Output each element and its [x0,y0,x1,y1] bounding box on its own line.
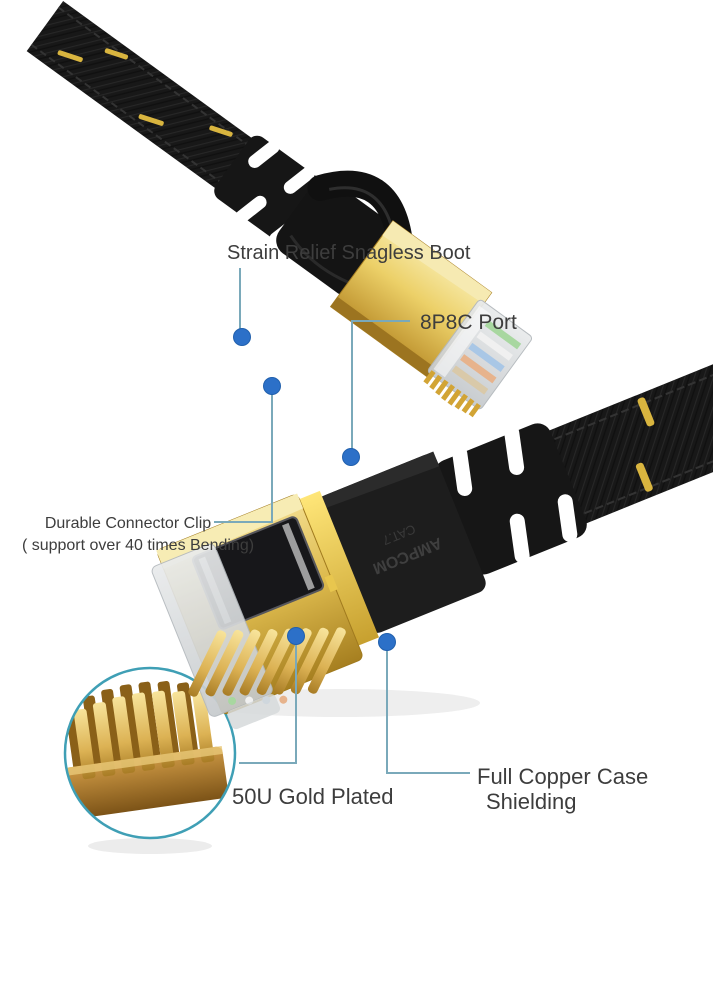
callout-dot-gold [287,627,305,645]
magnifier-content [65,681,229,819]
left-tip-pins [423,370,481,418]
label-strain-relief: Strain Relief Snagless Boot [227,242,471,264]
label-shield-line1: Full Copper Case [477,764,648,789]
center-connector-assembly: AMPCOM CAT.7 [151,336,713,730]
callout-labels: Strain Relief Snagless Boot 8P8C Port Du… [22,242,648,814]
label-clip-line2: ( support over 40 times Bending) [22,537,254,554]
callout-dot-shield [378,633,396,651]
label-port: 8P8C Port [420,311,517,334]
center-strain-relief [434,423,587,575]
cable-stitch [57,6,262,156]
callout-line-gold [239,643,297,764]
callout-line-port [351,320,410,450]
wire-stripes [451,320,522,395]
cable-yellow-dashes [635,397,655,492]
gold-pins-front-row [73,690,215,780]
label-shield-line2: Shielding [486,789,577,814]
callout-dots [233,328,396,651]
port-latch [227,694,281,730]
callout-line-clip [214,393,273,523]
callout-line-shield [386,649,470,774]
magnifier-ring [63,666,237,840]
callout-dot-port [342,448,360,466]
label-gold-plated: 50U Gold Plated [232,784,393,809]
left-cable [26,1,266,199]
callout-dot-strain-relief [233,328,251,346]
left-connector-assembly [26,1,533,418]
shadow-magnifier [88,838,212,854]
cable-yellow-dashes [57,48,233,137]
gold-contacts [188,627,346,697]
left-rj45-tip [423,299,533,418]
port-contacts [151,543,346,730]
yellow-band [295,490,379,648]
right-cable [539,336,713,528]
cable-stitch [30,43,235,193]
label-clip-line1: Durable Connector Clip [45,515,211,532]
callout-lines [214,268,470,774]
callout-dot-clip [263,377,281,395]
magnifier [63,666,237,840]
center-boot-body: AMPCOM CAT.7 [316,451,486,633]
